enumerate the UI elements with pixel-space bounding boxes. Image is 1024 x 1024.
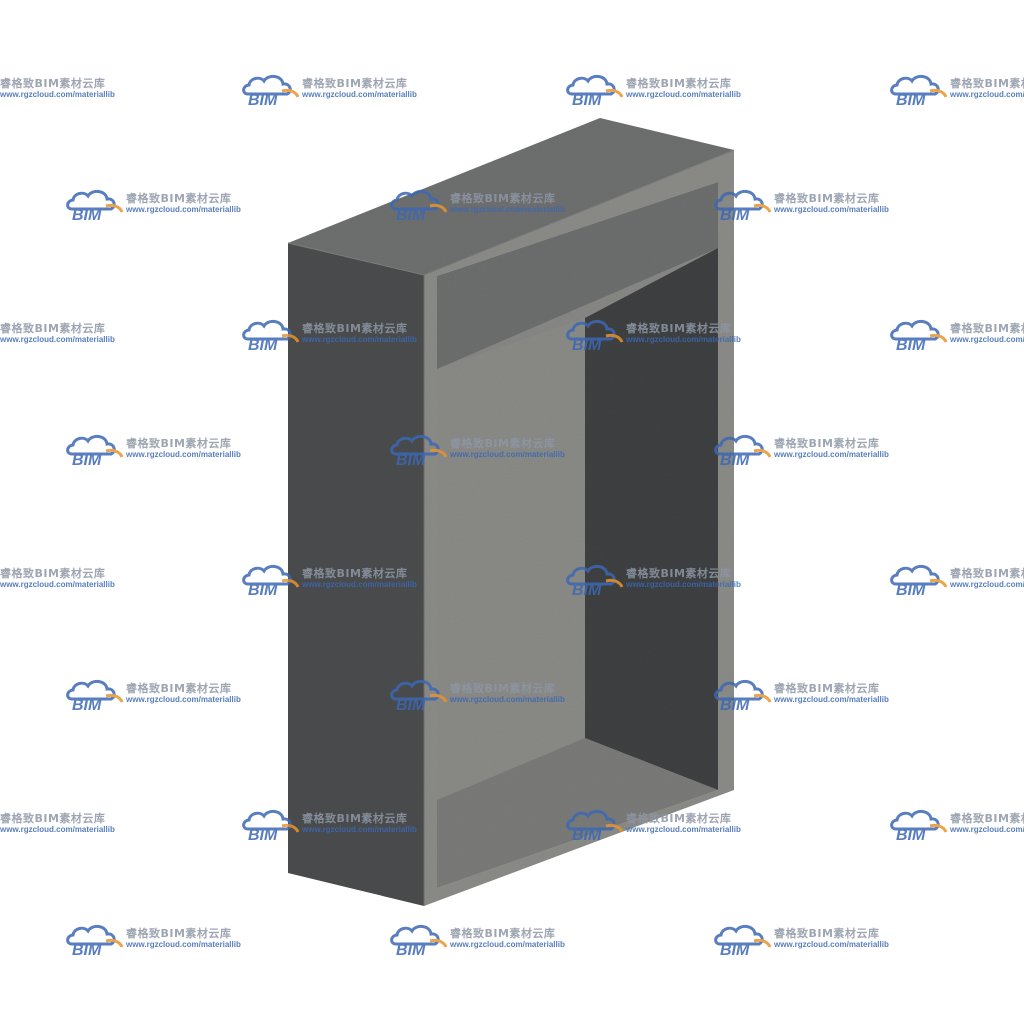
frame-left-side xyxy=(288,243,424,906)
frame-inner-shadow xyxy=(585,248,718,790)
frame-top-face xyxy=(288,118,734,275)
frame-inner-jamb xyxy=(437,318,585,800)
frame-inner-top xyxy=(437,182,718,369)
